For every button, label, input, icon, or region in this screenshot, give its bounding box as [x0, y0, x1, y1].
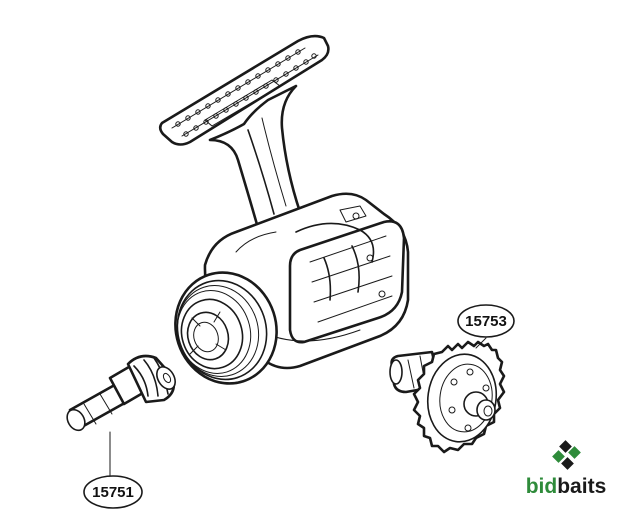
reel-foot: [158, 34, 330, 146]
reel-front-flange: [174, 271, 278, 385]
drive-gear-part-15753: [389, 340, 506, 454]
bidbaits-logo-mark: [552, 440, 581, 470]
callout-15753: 15753: [457, 304, 515, 349]
reel-stem: [208, 84, 302, 230]
callout-label-15753: 15753: [465, 313, 507, 330]
callout-label-15751: 15751: [92, 484, 134, 501]
logo-text-bid: bid: [526, 475, 558, 498]
bidbaits-logo: bidbaits: [526, 440, 607, 498]
bidbaits-logo-text: bidbaits: [526, 475, 607, 498]
pinion-gear-part-15751: [66, 354, 176, 432]
reel-body-illustration: [158, 34, 410, 385]
logo-text-baits: baits: [557, 475, 606, 498]
callout-15751: 15751: [83, 431, 143, 509]
